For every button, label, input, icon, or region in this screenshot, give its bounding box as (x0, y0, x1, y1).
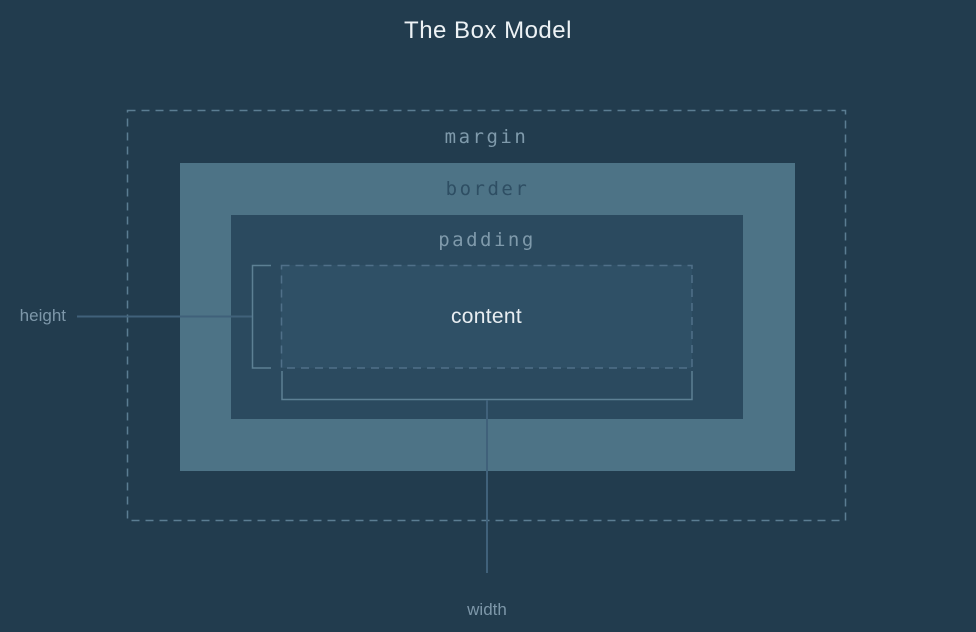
width-label: width (467, 600, 507, 619)
height-label: height (19, 306, 66, 325)
padding-label: padding (438, 229, 536, 251)
content-label: content (451, 304, 522, 328)
content-box: content (281, 265, 692, 368)
margin-label: margin (444, 126, 529, 148)
border-label: border (445, 178, 530, 200)
page-title: The Box Model (404, 17, 572, 44)
